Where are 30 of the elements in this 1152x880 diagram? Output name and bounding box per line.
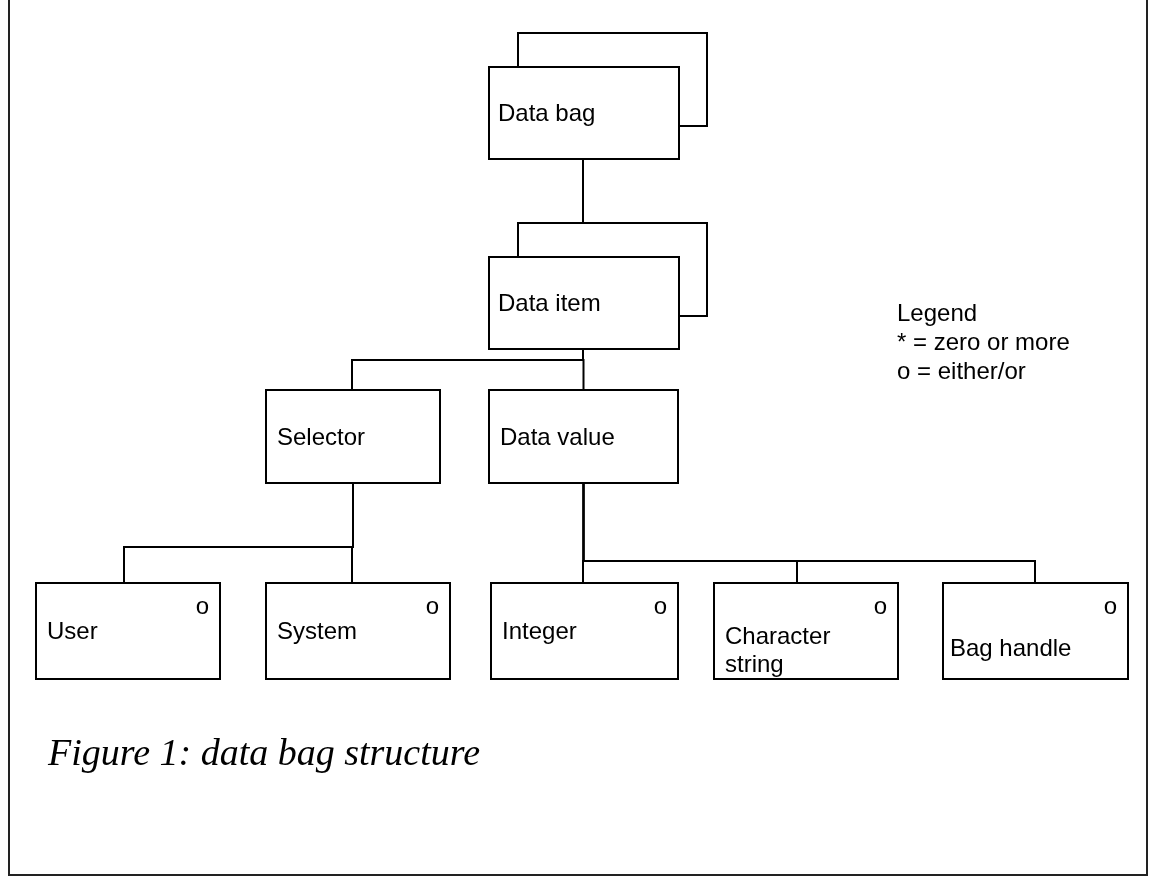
legend-entry: * = zero or more: [897, 327, 1070, 356]
process-box: [265, 389, 441, 484]
process-box: [265, 582, 451, 680]
legend-entry: o = either/or: [897, 356, 1026, 385]
node-label: Character string: [725, 622, 832, 678]
multiplicity-mark: o: [195, 594, 209, 618]
multiplicity-mark: o: [653, 594, 667, 618]
connector-line: [582, 159, 584, 223]
node-label: Integer: [502, 617, 577, 645]
connector-line: [582, 483, 1036, 583]
node-label: System: [277, 617, 357, 645]
stacked-box: [488, 32, 708, 160]
figure-caption: Figure 1: data bag structure: [48, 730, 481, 774]
multiplicity-mark: o: [1103, 594, 1117, 618]
process-box: [942, 582, 1129, 680]
node-label: User: [47, 617, 98, 645]
node-label: Data value: [500, 422, 615, 451]
process-box: [488, 389, 679, 484]
node-label: Data bag: [498, 99, 596, 127]
node-label: Selector: [277, 422, 366, 451]
multiplicity-mark: o: [425, 594, 439, 618]
process-box: [713, 582, 899, 680]
legend-title: Legend: [897, 298, 978, 327]
connector-line: [351, 483, 354, 583]
process-box: [35, 582, 221, 680]
stacked-box: [488, 222, 708, 350]
multiplicity-mark: o: [873, 594, 887, 618]
process-box: [490, 582, 679, 680]
node-label: Data item: [498, 289, 601, 317]
node-label: Bag handle: [950, 634, 1072, 662]
